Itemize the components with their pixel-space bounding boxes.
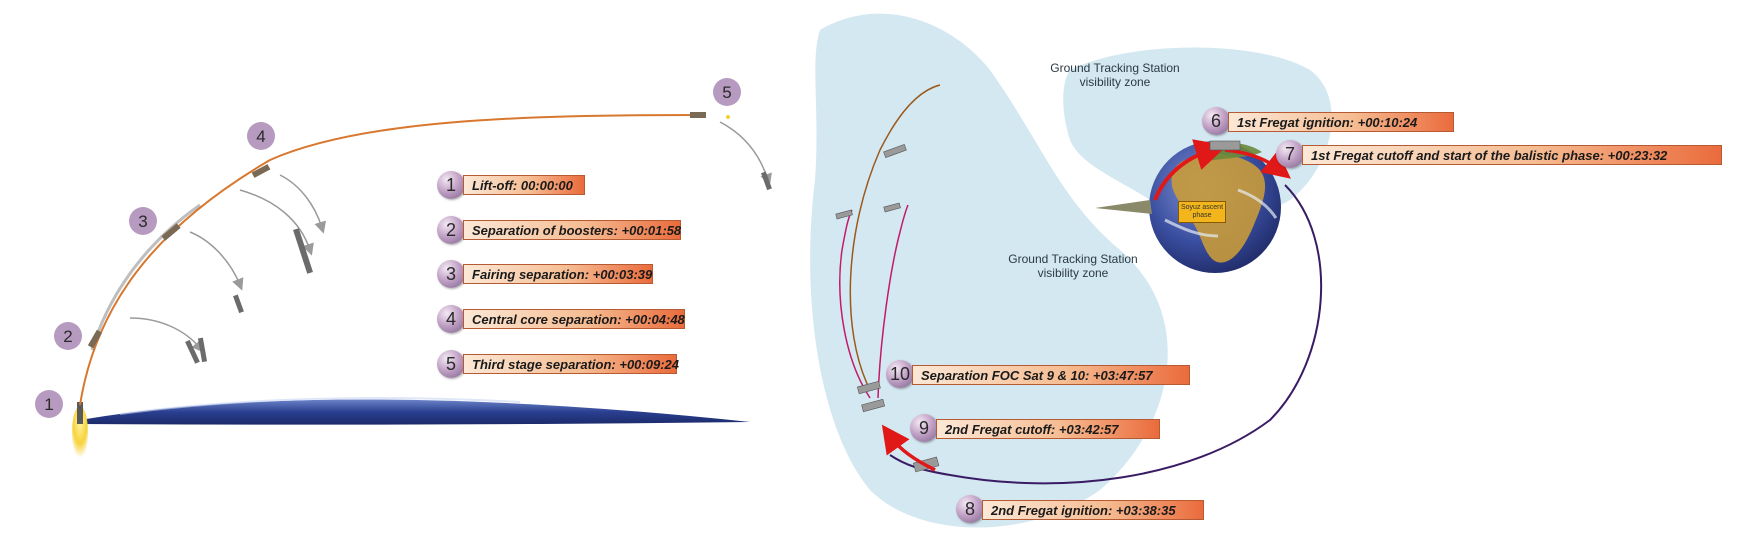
trajectory-marker-3: 3 (129, 207, 157, 235)
event-badge-6: 6 (1202, 107, 1230, 135)
jettisoned-stages (185, 171, 772, 364)
event-label-10: Separation FOC Sat 9 & 10: +03:47:57 (912, 365, 1190, 385)
ground-station-zone-lower (810, 13, 1168, 528)
event-badge-1: 1 (437, 171, 465, 199)
orbit-path (889, 184, 1323, 485)
event-badge-3: 3 (437, 260, 465, 288)
event-label-3: Fairing separation: +00:03:39 (463, 264, 653, 284)
zone-label-lower-line2: visibility zone (1037, 266, 1109, 280)
booster-fallaway (129, 121, 772, 353)
soyuz-ascent-phase-tag: Soyuz ascent phase (1178, 201, 1226, 223)
trajectory-marker-2: 2 (54, 322, 82, 350)
event-label-2: Separation of boosters: +00:01:58 (463, 220, 681, 240)
svg-text:3: 3 (138, 212, 147, 231)
event-badge-9: 9 (910, 414, 938, 442)
event-badge-2: 2 (437, 216, 465, 244)
event-label-5: Third stage separation: +00:09:24 (463, 354, 679, 374)
svg-text:1: 1 (44, 395, 53, 414)
trajectory-marker-4: 4 (247, 122, 275, 150)
zone-label-lower-line1: Ground Tracking Station (1008, 252, 1138, 266)
event-label-6: 1st Fregat ignition: +00:10:24 (1228, 112, 1454, 132)
earth-horizon (80, 399, 750, 425)
trajectory-marker-5: 5 (713, 78, 741, 106)
satellite-trail-magenta-2 (877, 204, 909, 399)
upper-stage-vehicles (87, 112, 730, 349)
zone-label-lower: Ground Tracking Station visibility zone (993, 252, 1153, 280)
earth-clouds (1164, 188, 1278, 238)
event-label-1: Lift-off: 00:00:00 (463, 175, 585, 195)
event-badge-10: 10 (886, 360, 914, 388)
event-label-9: 2nd Fregat cutoff: +03:42:57 (936, 419, 1160, 439)
event-badge-8: 8 (956, 495, 984, 523)
event-label-7: 1st Fregat cutoff and start of the balis… (1302, 145, 1722, 165)
event-badge-5: 5 (437, 350, 465, 378)
zone-label-upper-line2: visibility zone (1079, 75, 1151, 89)
thrust-arrow-ignition-2 (881, 424, 936, 472)
zone-label-upper: Ground Tracking Station visibility zone (1035, 61, 1195, 89)
satellite-trail-magenta-1 (839, 209, 871, 399)
ascent-tag-line2: phase (1192, 212, 1212, 219)
launch-vehicle-liftoff (77, 402, 83, 424)
ascent-trajectory (79, 114, 701, 406)
ascent-tag-line1: Soyuz ascent (1180, 204, 1224, 211)
event-badge-7: 7 (1276, 140, 1304, 168)
zone-label-upper-line1: Ground Tracking Station (1050, 61, 1180, 75)
liftoff-flame (72, 406, 88, 458)
fregat-vehicle-orbit (1209, 140, 1241, 151)
thrust-arrow-ignition-1 (1153, 139, 1228, 201)
satellite-trail-brown (849, 84, 941, 391)
trajectory-marker-1: 1 (35, 390, 63, 418)
earth-horizon-clouds (119, 397, 521, 415)
launch-site-wedge (1095, 200, 1152, 214)
svg-text:4: 4 (256, 127, 265, 146)
svg-text:5: 5 (722, 83, 731, 102)
event-label-4: Central core separation: +00:04:48 (463, 309, 685, 329)
ascent-vehicle-path-shadow (90, 203, 201, 351)
thrust-arrow-cutoff-1 (1224, 148, 1291, 179)
svg-text:2: 2 (63, 327, 72, 346)
event-label-8: 2nd Fregat ignition: +03:38:35 (982, 500, 1204, 520)
event-badge-4: 4 (437, 305, 465, 333)
